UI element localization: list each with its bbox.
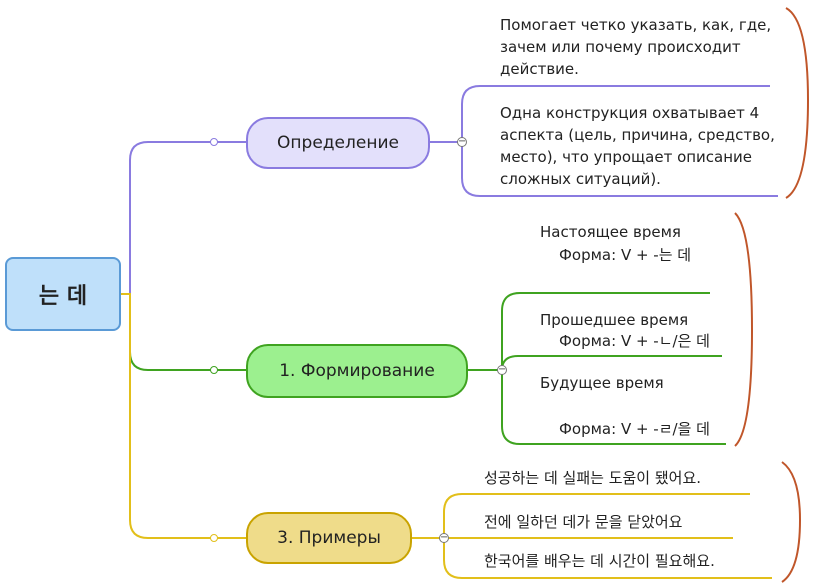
example-1: 성공하는 데 실패는 도움이 됐어요.: [484, 469, 702, 487]
formation-node[interactable]: 1. Формирование: [246, 344, 468, 398]
definition-node[interactable]: Определение: [246, 117, 430, 169]
collapse-icon[interactable]: −: [457, 136, 467, 147]
root-node[interactable]: 는 데: [5, 257, 121, 331]
formation-future-form: Форма: V + -ㄹ/을 데: [559, 420, 710, 438]
example-3: 한국어를 배우는 데 시간이 필요해요.: [484, 552, 715, 570]
formation-future-title: Будущее время: [540, 374, 664, 392]
formation-present-form: Форма: V + -는 데: [559, 246, 692, 264]
example-2: 전에 일하던 데가 문을 닫았어요: [484, 513, 683, 531]
formation-past-title: Прошедшее время: [540, 311, 689, 329]
connector-dot: [210, 138, 218, 146]
connector-dot: [210, 534, 218, 542]
definition-note-1: Помогает четко указать, как, где, зачем …: [500, 16, 772, 78]
formation-label: 1. Формирование: [279, 361, 435, 381]
examples-label: 3. Примеры: [277, 528, 381, 548]
connector-dot: [210, 366, 218, 374]
formation-present-title: Настоящее время: [540, 223, 681, 241]
definition-note-2: Одна конструкция охватывает 4 аспекта (ц…: [500, 104, 775, 188]
definition-label: Определение: [277, 133, 399, 153]
formation-past-form: Форма: V + -ㄴ/은 데: [559, 332, 710, 350]
collapse-icon[interactable]: −: [497, 364, 507, 375]
examples-node[interactable]: 3. Примеры: [246, 512, 412, 564]
root-label: 는 데: [38, 284, 88, 309]
collapse-icon[interactable]: −: [439, 532, 449, 543]
